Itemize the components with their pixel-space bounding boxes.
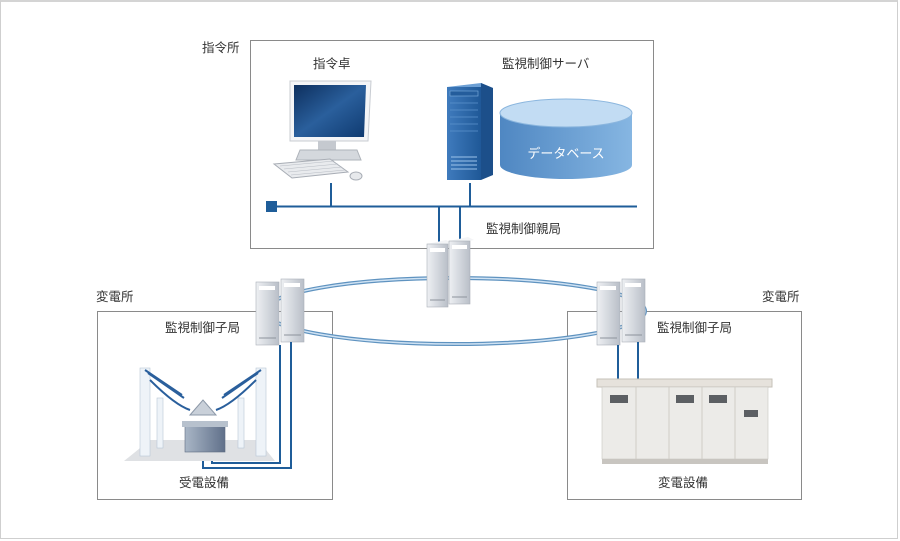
slave-station-left-label: 監視制御子局: [165, 320, 241, 335]
control-center-label: 指令所: [202, 40, 240, 55]
right-equipment-link: [617, 342, 639, 380]
master-station-icon: [426, 237, 474, 308]
receiving-equipment-label: 受電設備: [179, 475, 230, 490]
server-label: 監視制御サーバ: [502, 56, 590, 71]
substation-right-box: [567, 311, 802, 500]
substation-left-box: [97, 311, 333, 500]
substation-left-label: 変電所: [96, 289, 134, 304]
master-station-label: 監視制御親局: [486, 221, 562, 236]
slave-station-right-label: 監視制御子局: [657, 320, 733, 335]
substation-right-label: 変電所: [762, 289, 800, 304]
server-icon: [447, 83, 493, 180]
console-computer-icon: [272, 80, 372, 181]
console-label: 指令卓: [313, 56, 351, 71]
slave-station-left-icon: [255, 278, 305, 346]
database-label: データベース: [527, 146, 604, 162]
substation-equipment-icon: [596, 378, 773, 464]
substation-equipment-label: 変電設備: [658, 475, 709, 490]
bus-terminal-icon: [266, 201, 277, 212]
receiving-equipment-icon: [124, 367, 275, 461]
slave-station-right-icon: [596, 278, 646, 346]
database-icon: [499, 98, 633, 179]
lan-bus: [266, 183, 637, 242]
